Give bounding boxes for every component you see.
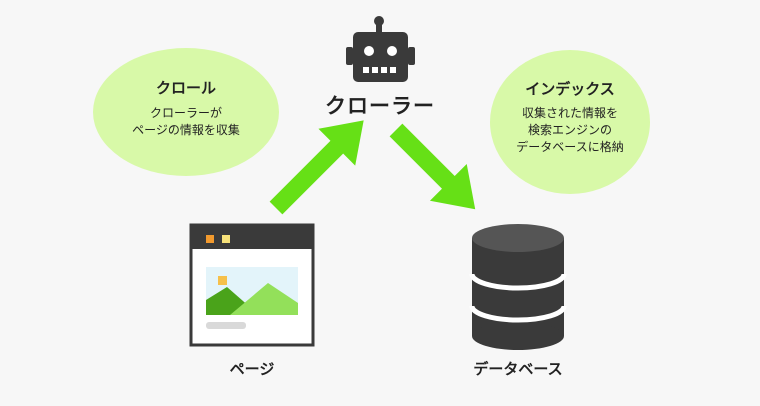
- arrow-up-right: [269, 120, 364, 215]
- index-description-line-3: データベースに格納: [516, 140, 624, 154]
- crawl-title: クロール: [155, 79, 216, 97]
- crawl-description: クローラーが ページの情報を収集: [96, 105, 276, 139]
- index-description-line-1: 収集された情報を: [521, 106, 618, 120]
- crawl-description-line-1: クローラーが: [149, 106, 222, 120]
- index-title: インデックス: [525, 80, 615, 98]
- arrow-down-right: [389, 123, 476, 210]
- index-bubble: [490, 50, 650, 194]
- index-description: 収集された情報を 検索エンジンの データベースに格納: [480, 105, 660, 156]
- database-label: データベース: [473, 360, 563, 378]
- page-label: ページ: [229, 360, 275, 378]
- index-description-line-2: 検索エンジンの: [527, 123, 612, 137]
- crawl-bubble: [93, 48, 279, 176]
- crawler-label: クローラー: [325, 94, 435, 118]
- robot-icon: [346, 16, 415, 82]
- web-page-icon: [189, 223, 315, 347]
- database-icon: [469, 224, 567, 350]
- crawl-description-line-2: ページの情報を収集: [132, 123, 240, 137]
